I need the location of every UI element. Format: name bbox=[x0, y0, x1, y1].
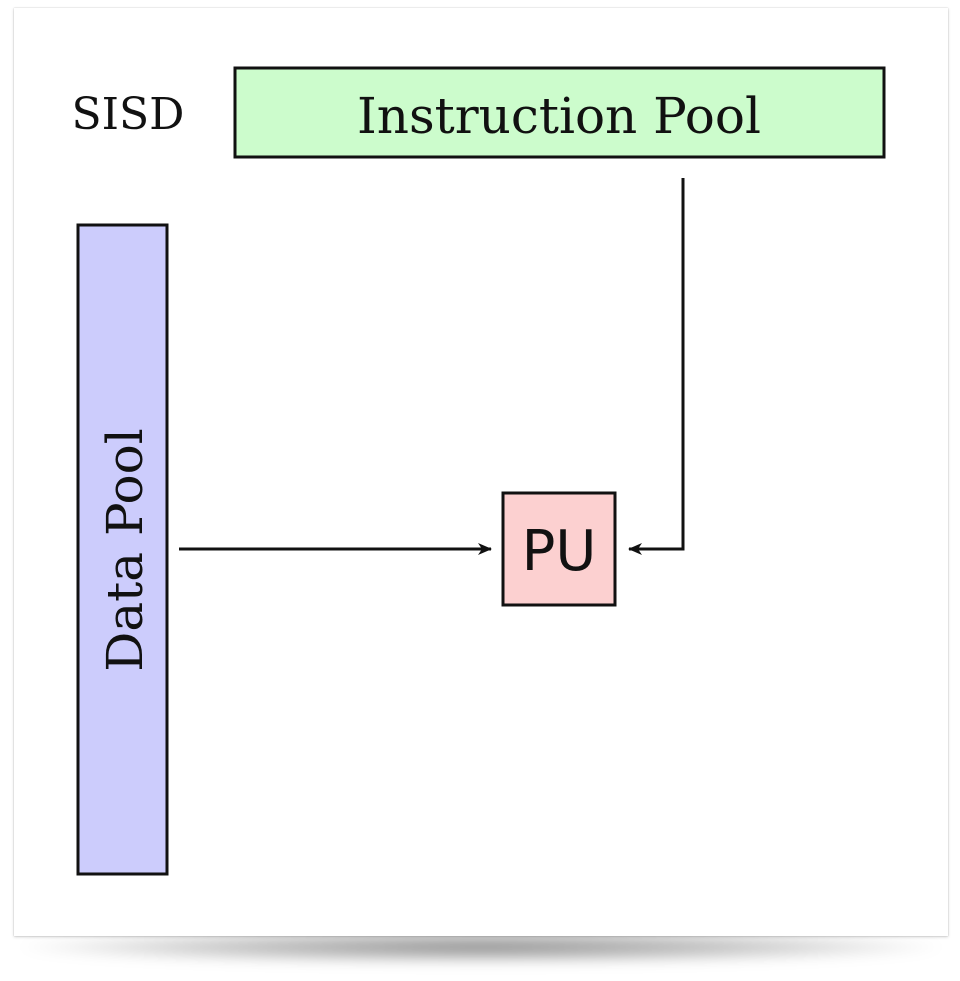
data-pool-label: Data Pool bbox=[96, 428, 154, 672]
instruction-pool-node: Instruction Pool bbox=[233, 66, 886, 159]
instruction-pool-box bbox=[233, 66, 886, 159]
data-pool-node: Data Pool bbox=[76, 223, 169, 876]
instruction-pool-label: Instruction Pool bbox=[357, 87, 761, 145]
processing-unit-label: PU bbox=[522, 519, 597, 584]
processing-unit-box bbox=[501, 491, 617, 607]
diagram-title: SISD bbox=[72, 89, 185, 140]
paper-sheet bbox=[14, 8, 948, 936]
processing-unit-node: PU bbox=[501, 491, 617, 607]
instruction-to-pu-arrow bbox=[628, 178, 685, 555]
data-pool-box bbox=[76, 223, 169, 876]
